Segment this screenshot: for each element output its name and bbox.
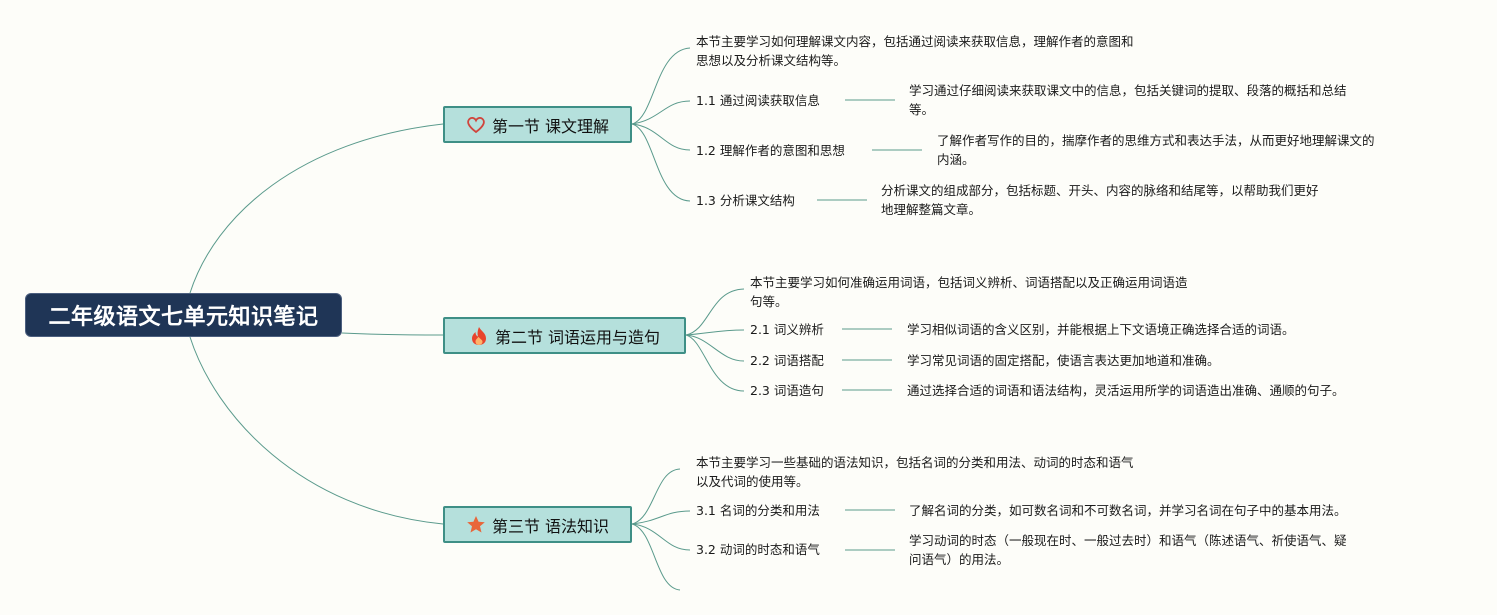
connector-s2-item3: [685, 334, 745, 392]
connector-s2-item1: [685, 329, 745, 336]
connector-s1-item2: [631, 123, 691, 151]
connector-root-section-2: [341, 332, 444, 336]
section-3-topic[interactable]: 第三节 语法知识: [443, 506, 632, 543]
section-1-item-1-desc: 学习通过仔细阅读来获取课文中的信息，包括关键词的提取、段落的概括和总结 等。: [909, 83, 1347, 117]
section-3-title: 第三节 语法知识: [491, 516, 610, 536]
section-3-item-1-desc: 了解名词的分类，如可数名词和不可数名词，并学习名词在句子中的基本用法。: [909, 503, 1347, 518]
section-3-item-2-label[interactable]: 3.2 动词的时态和语气: [696, 542, 820, 557]
section-2-title: 第二节 词语运用与造句: [494, 327, 661, 347]
section-2-item-2-label[interactable]: 2.2 词语搭配: [750, 353, 824, 368]
section-2-item-3-desc: 通过选择合适的词语和语法结构，灵活运用所学的词语造出准确、通顺的句子。: [907, 383, 1345, 398]
connector-s1-item3: [631, 123, 691, 202]
connector-s3-extra: [631, 523, 681, 591]
section-1-title: 第一节 课文理解: [491, 116, 610, 136]
section-1-item-3-desc: 分析课文的组成部分，包括标题、开头、内容的脉络和结尾等，以帮助我们更好 地理解整…: [881, 183, 1319, 217]
star-icon: [466, 515, 486, 535]
section-1-item-1-label[interactable]: 1.1 通过阅读获取信息: [696, 93, 820, 108]
section-1-topic[interactable]: 第一节 课文理解: [443, 106, 632, 143]
root-title: 二年级语文七单元知识笔记: [48, 305, 319, 330]
section-1-item-2-desc: 了解作者写作的目的，揣摩作者的思维方式和表达手法，从而更好地理解课文的 内涵。: [937, 133, 1375, 167]
heart-icon: [466, 115, 486, 135]
connector-s1-intro: [631, 47, 691, 125]
connector-s1-item1: [631, 100, 691, 125]
fire-icon: [469, 326, 489, 346]
connector-s2-intro: [685, 288, 745, 336]
section-2-item-1-desc: 学习相似词语的含义区别，并能根据上下文语境正确选择合适的词语。: [907, 322, 1295, 337]
connector-root-section-1: [189, 123, 444, 294]
connector-s2-item2: [685, 334, 745, 362]
connector-s3-intro: [631, 468, 681, 525]
connector-s3-item1: [631, 510, 691, 525]
section-2-item-1-label[interactable]: 2.1 词义辨析: [750, 322, 824, 337]
section-2-item-2-desc: 学习常见词语的固定搭配，使语言表达更加地道和准确。: [907, 353, 1220, 368]
section-2-intro: 本节主要学习如何准确运用词语，包括词义辨析、词语搭配以及正确运用词语造 句等。: [750, 275, 1188, 309]
section-2-item-3-label[interactable]: 2.3 词语造句: [750, 383, 824, 398]
section-3-item-2-desc: 学习动词的时态（一般现在时、一般过去时）和语气（陈述语气、祈使语气、疑 问语气）…: [909, 533, 1347, 567]
root-topic[interactable]: 二年级语文七单元知识笔记: [25, 293, 342, 337]
section-1-item-3-label[interactable]: 1.3 分析课文结构: [696, 193, 795, 208]
connector-s3-item2: [631, 523, 691, 551]
section-3-item-1-label[interactable]: 3.1 名词的分类和用法: [696, 503, 820, 518]
connector-root-section-3: [189, 336, 444, 525]
section-1-intro: 本节主要学习如何理解课文内容，包括通过阅读来获取信息，理解作者的意图和 思想以及…: [696, 34, 1134, 68]
section-1-item-2-label[interactable]: 1.2 理解作者的意图和思想: [696, 143, 845, 158]
section-2-topic[interactable]: 第二节 词语运用与造句: [443, 317, 686, 354]
section-3-intro: 本节主要学习一些基础的语法知识，包括名词的分类和用法、动词的时态和语气 以及代词…: [696, 455, 1134, 489]
